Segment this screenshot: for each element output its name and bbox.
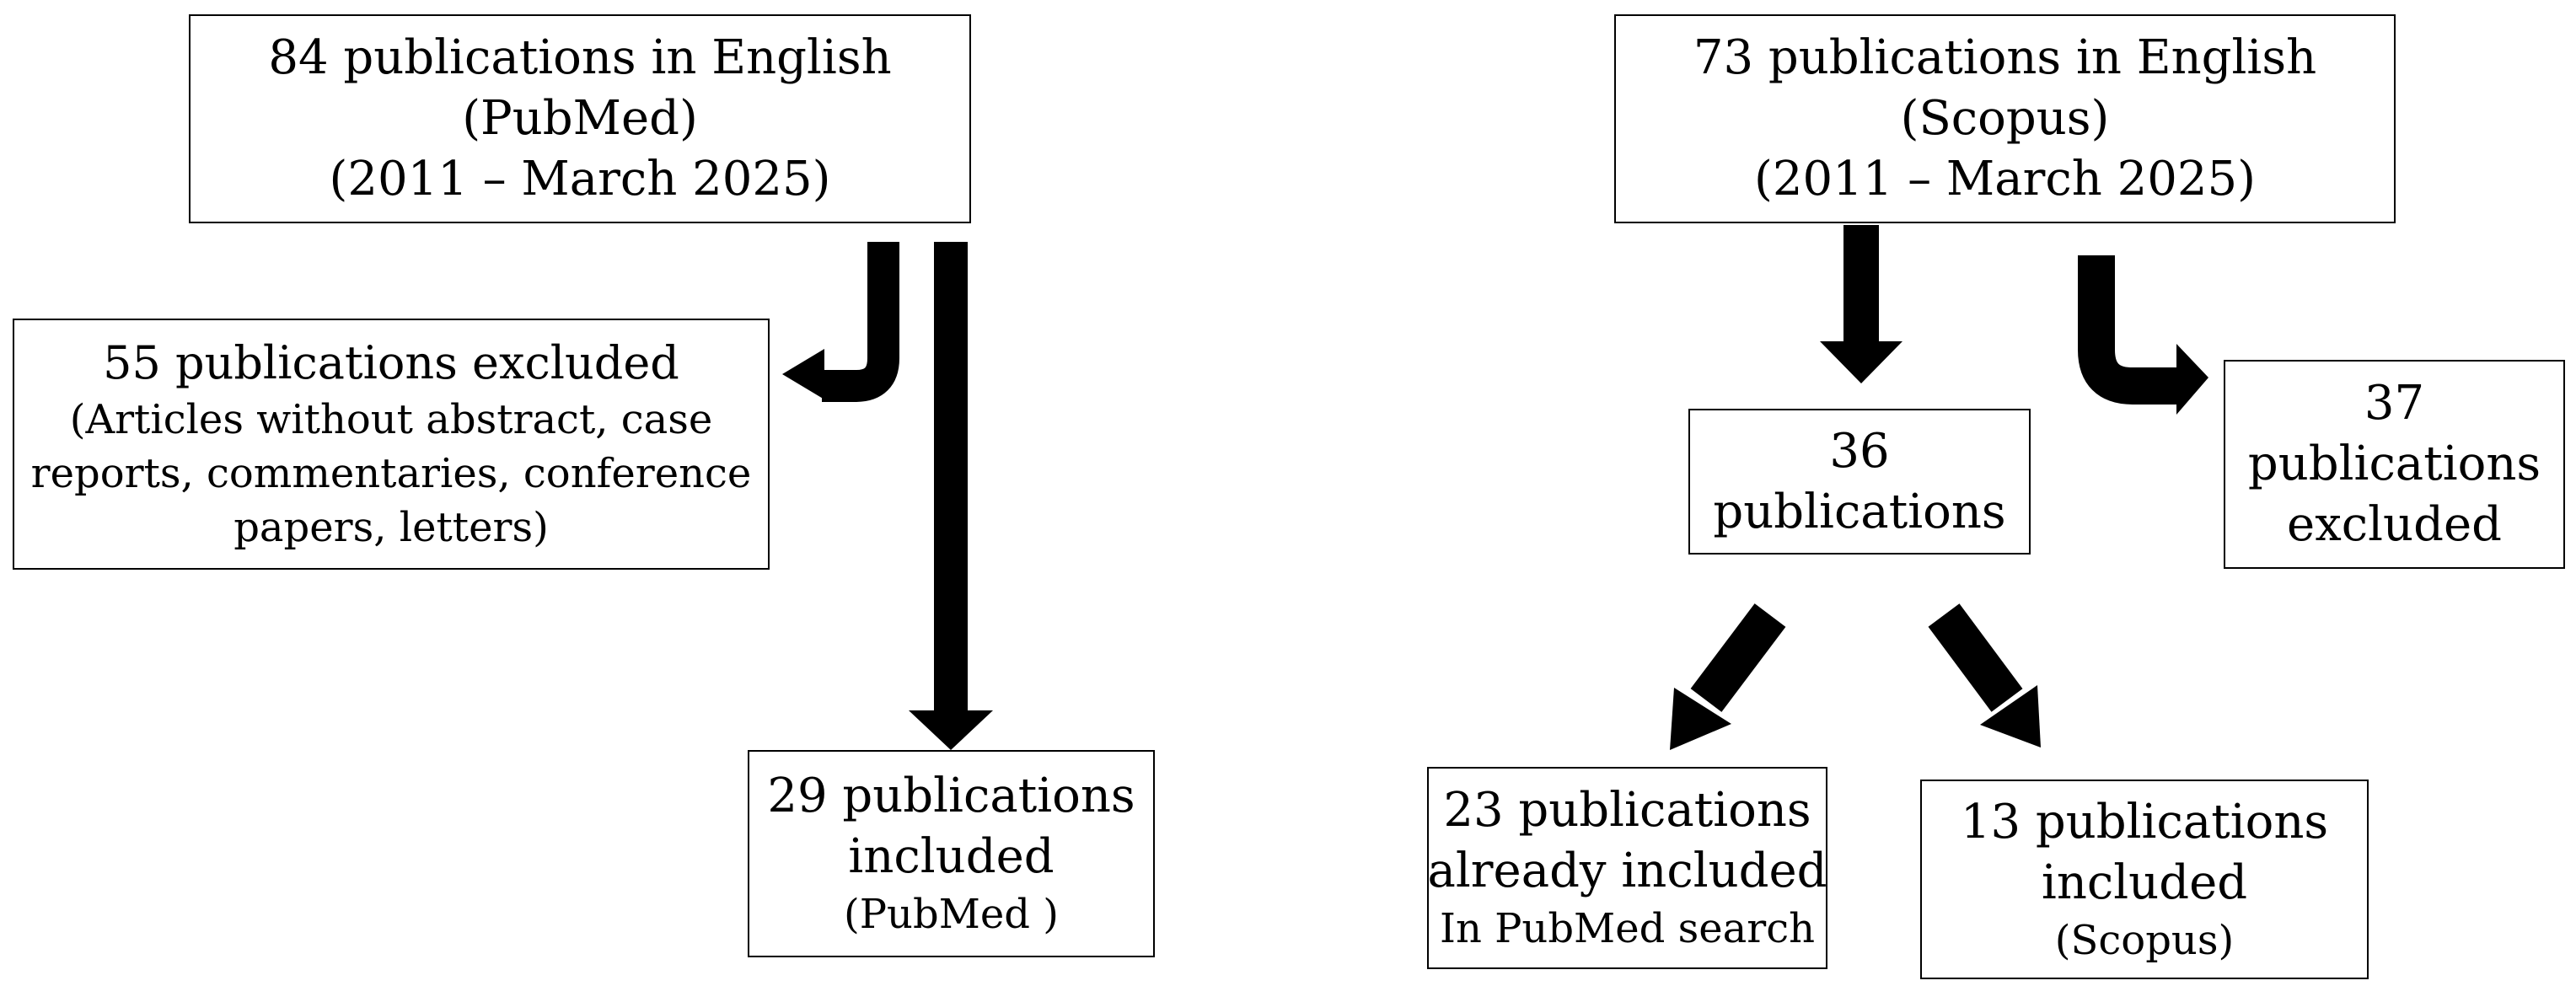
scopus-duplicates-box: 23 publications already included In PubM… (1427, 767, 1827, 969)
pubmed-source-line-3: (2011 – March 2025) (329, 152, 831, 206)
scopus-duplicates-line-2: already included (1427, 844, 1827, 898)
pubmed-source-line-2: (PubMed) (462, 91, 698, 146)
arrow-scopus-to-included-shaft (1928, 603, 2023, 712)
scopus-excluded-line-2: publications (2247, 437, 2541, 491)
scopus-duplicates-note: In PubMed search (1439, 905, 1815, 952)
arrow-scopus-to-screened-shaft (1843, 225, 1879, 343)
arrow-pubmed-to-included-shaft (934, 242, 968, 712)
arrow-scopus-to-excluded-head (2176, 344, 2208, 415)
pubmed-included-source: (PubMed ) (844, 891, 1059, 938)
pubmed-included-line-1: 29 publications (767, 769, 1135, 823)
arrow-scopus-to-included-head (1980, 685, 2041, 747)
scopus-included-source: (Scopus) (2054, 916, 2235, 964)
scopus-source-line-3: (2011 – March 2025) (1753, 152, 2257, 206)
pubmed-source-line-1: 84 publications in English (268, 30, 892, 85)
scopus-included-line-2: included (2041, 855, 2248, 910)
arrow-scopus-to-duplicates-shaft (1690, 603, 1786, 712)
pubmed-source-box: 84 publications in English (PubMed) (201… (189, 14, 971, 223)
scopus-excluded-box: 37 publications excluded (2224, 360, 2565, 569)
arrow-scopus-to-screened-head (1820, 341, 1902, 383)
arrow-scopus-to-duplicates-head (1670, 688, 1731, 750)
arrow-pubmed-to-excluded-head (782, 349, 824, 399)
pubmed-excluded-reason-1: (Articles without abstract, case (69, 396, 713, 443)
scopus-duplicates-line-1: 23 publications (1443, 783, 1811, 838)
pubmed-included-box: 29 publications included (PubMed ) (748, 750, 1155, 957)
scopus-source-line-2: (Scopus) (1900, 91, 2110, 146)
pubmed-included-line-2: included (848, 829, 1055, 884)
scopus-screened-box: 36 publications (1688, 409, 2031, 555)
arrow-pubmed-to-included-head (909, 710, 993, 750)
arrow-pubmed-to-excluded (822, 242, 899, 402)
pubmed-excluded-reason-2: reports, commentaries, conference (30, 450, 752, 497)
pubmed-excluded-title: 55 publications excluded (103, 336, 679, 389)
scopus-included-line-1: 13 publications (1960, 794, 2329, 849)
scopus-excluded-line-1: 37 (2364, 376, 2425, 431)
scopus-screened-line-2: publications (1713, 484, 2006, 539)
scopus-source-line-1: 73 publications in English (1693, 30, 2317, 85)
scopus-screened-line-1: 36 (1829, 423, 1890, 479)
arrow-scopus-to-excluded (2078, 255, 2182, 405)
scopus-included-box: 13 publications included (Scopus) (1920, 780, 2369, 979)
scopus-source-box: 73 publications in English (Scopus) (201… (1614, 14, 2396, 223)
pubmed-excluded-reason-3: papers, letters) (233, 504, 549, 551)
pubmed-excluded-box: 55 publications excluded (Articles witho… (13, 319, 770, 570)
scopus-excluded-line-3: excluded (2287, 497, 2502, 552)
